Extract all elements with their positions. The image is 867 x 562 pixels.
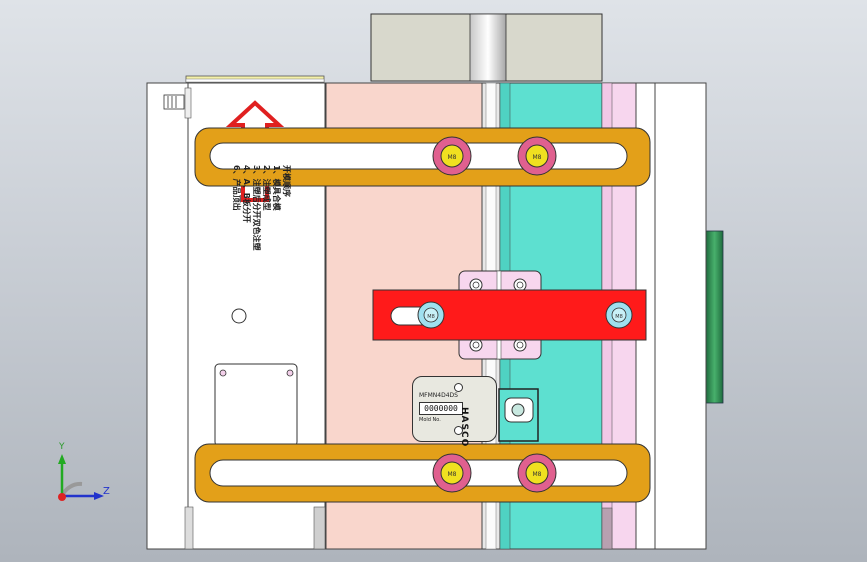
axis-z-label: Z [103,486,110,497]
mold-opening-notes: 开模顺序 1、模具合模 2、注塑成型 3、注塑后分开双色注塑 4、A、B板分开 … [231,165,291,275]
axis-triad-icon [58,454,104,501]
hasco-plate-screw-icon [454,426,463,435]
svg-text:M8: M8 [448,154,457,161]
notes-step: 6、产品顶出 [232,165,241,211]
svg-text:M8: M8 [615,314,623,320]
bolt-red-left: M8 [417,301,445,329]
lower-link-bar [194,443,651,503]
bolt-lower-right: M8 [517,453,557,493]
counter-socket [498,388,539,442]
hasco-top-text: MFMN4D4DS [419,392,458,399]
red-latch-bar [372,289,647,341]
hasco-plate: MFMN4D4DS 0000000 Mold No. HASCO [412,376,497,447]
hasco-brand: HASCO [459,407,469,448]
top-block [370,13,603,82]
svg-text:M8: M8 [533,154,542,161]
svg-text:M8: M8 [427,314,435,320]
notes-step: 2、注塑成型 [262,165,271,211]
hasco-plate-screw-icon [454,383,463,392]
notes-title: 开模顺序 [282,165,291,197]
svg-text:M8: M8 [448,471,457,478]
notes-step: 3、注塑后分开双色注塑 [252,165,261,251]
bolt-upper-left: M8 [432,136,472,176]
bolt-upper-right: M8 [517,136,557,176]
axis-triad: Y Z [48,440,118,510]
notes-step: 4、A、B板分开 [242,165,251,223]
locating-ring [705,230,724,404]
hasco-bottom-text: Mold No. [419,417,441,423]
bolt-red-right: M8 [605,301,633,329]
axis-y-label: Y [59,442,65,452]
notes-step: 1、模具合模 [272,165,281,211]
hasco-counter-value: 0000000 [419,402,463,415]
svg-text:M8: M8 [533,471,542,478]
bolt-lower-left: M8 [432,453,472,493]
